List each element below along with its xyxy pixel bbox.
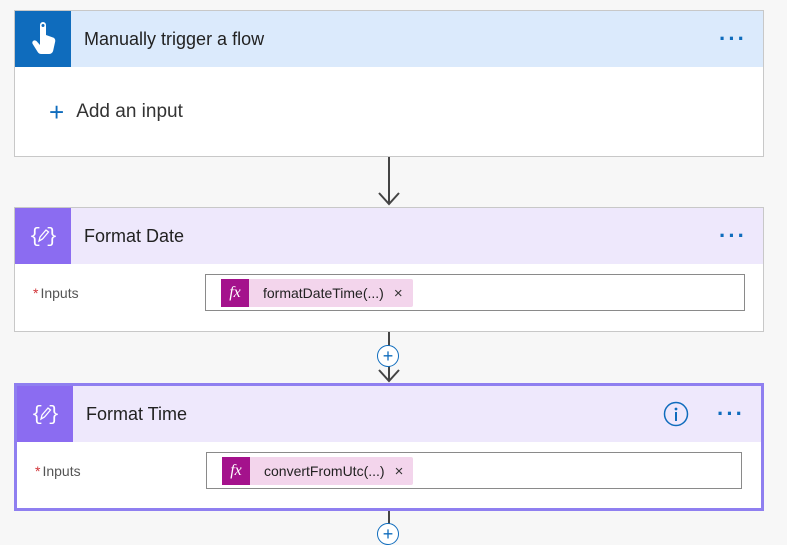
info-icon[interactable] bbox=[663, 401, 689, 427]
fx-icon: fx bbox=[222, 457, 250, 485]
svg-text:{: { bbox=[29, 226, 41, 249]
svg-text:}: } bbox=[46, 226, 58, 249]
plus-icon: + bbox=[49, 97, 65, 127]
more-options-icon[interactable]: ··· bbox=[719, 26, 747, 51]
format-time-header[interactable]: { } Format Time ··· bbox=[17, 386, 761, 442]
add-step-icon[interactable]: + bbox=[377, 345, 399, 367]
token-label: formatDateTime(...) bbox=[263, 285, 384, 301]
svg-text:{: { bbox=[31, 404, 43, 427]
inputs-label: Inputs bbox=[40, 285, 79, 301]
required-mark: * bbox=[35, 463, 41, 479]
add-input-label: Add an input bbox=[76, 101, 183, 122]
compose-braces-icon: { } bbox=[17, 386, 73, 442]
touch-hand-icon bbox=[15, 11, 71, 67]
required-mark: * bbox=[33, 285, 39, 301]
trigger-title: Manually trigger a flow bbox=[84, 28, 265, 49]
remove-token-icon[interactable]: × bbox=[393, 284, 403, 302]
expression-token[interactable]: fx formatDateTime(...) × bbox=[221, 279, 413, 307]
add-input-button[interactable]: + Add an input bbox=[49, 99, 183, 125]
expression-token[interactable]: fx convertFromUtc(...) × bbox=[222, 457, 414, 485]
remove-token-icon[interactable]: × bbox=[394, 462, 404, 480]
trigger-header[interactable]: Manually trigger a flow ··· bbox=[15, 11, 763, 67]
inputs-label: Inputs bbox=[42, 463, 81, 479]
token-label: convertFromUtc(...) bbox=[264, 463, 385, 479]
inputs-field-label: * Inputs bbox=[35, 463, 81, 479]
more-options-icon[interactable]: ··· bbox=[719, 223, 747, 248]
inputs-field-label: * Inputs bbox=[33, 285, 79, 301]
svg-text:}: } bbox=[48, 404, 60, 427]
format-date-card[interactable]: { } Format Date ··· * Inputs fx formatDa… bbox=[14, 207, 764, 332]
more-options-icon[interactable]: ··· bbox=[717, 401, 745, 426]
add-step-icon[interactable]: + bbox=[377, 523, 399, 545]
format-time-card[interactable]: { } Format Time ··· * Inputs fx convertF… bbox=[14, 383, 764, 511]
compose-braces-icon: { } bbox=[15, 208, 71, 264]
format-date-header[interactable]: { } Format Date ··· bbox=[15, 208, 763, 264]
format-time-title: Format Time bbox=[86, 403, 188, 424]
trigger-card[interactable]: Manually trigger a flow ··· + Add an inp… bbox=[14, 10, 764, 157]
arrow-down-icon bbox=[378, 157, 400, 206]
inputs-field[interactable]: fx convertFromUtc(...) × bbox=[206, 452, 742, 489]
fx-icon: fx bbox=[221, 279, 249, 307]
inputs-field[interactable]: fx formatDateTime(...) × bbox=[205, 274, 745, 311]
format-date-title: Format Date bbox=[84, 225, 185, 246]
